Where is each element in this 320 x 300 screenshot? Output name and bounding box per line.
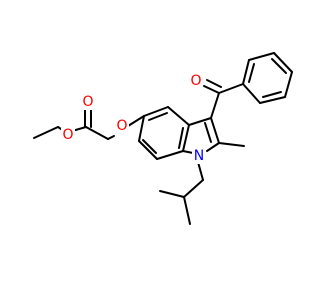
bond-phenyl-inner-4-5 [271,58,287,74]
bond-phenyl-5-6 [248,52,275,61]
bond-ch3-ch2-ethyl [33,126,59,139]
bond-ring-c6-c5 [138,115,145,142]
bond-ring-n1-c7a [182,150,194,154]
ester-carbonyl-oxygen: O [81,94,95,110]
chemical-structure-diagram: O O O O N [33,52,293,225]
bond-ring-inner-c3a-c7a [178,127,184,149]
bond-c3-ketone-c [210,92,220,119]
bond-ring-inner-c3-c2 [204,122,212,143]
bond-ring-inner-c5-c4 [148,112,168,121]
bond-carbonyl-c-ch2 [85,126,109,140]
ketone-oxygen-label: O [190,73,201,89]
bond-ch-ch3-b [183,196,191,225]
atom-label-layer: O O O O N [61,73,206,164]
bond-ring-c7a-c7 [156,150,184,160]
bond-ring-c3-c2 [210,117,220,144]
bond-phenyl-inner-2-3 [262,91,282,98]
ketone-oxygen: O [189,73,203,89]
indole-nitrogen-label: N [194,148,204,164]
bond-ring-c3a-c3 [188,117,212,126]
bond-ch2-o-ether [107,135,115,140]
bond-ch2-ch [183,179,204,198]
bond-ketone-double-a [203,85,220,94]
bond-phenyl-3-4 [284,71,293,98]
bond-phenyl-6-1 [242,59,250,85]
bond-ch-ch3-a [159,190,185,198]
ester-oxygen: O [61,127,75,143]
bond-phenyl-1-2 [242,83,261,104]
bond-ring-c4-c3a [167,106,190,126]
bond-ring-c3a-c7a [182,124,190,152]
ester-carbonyl-oxygen-label: O [82,94,93,110]
bond-ketone-double-b [206,79,222,88]
ether-oxygen: O [115,118,129,134]
bond-phenyl-4-5 [273,52,293,73]
bond-ring-inner-c7-c6 [142,139,157,154]
bond-ring-c5-c4 [143,106,169,117]
bond-layer [33,52,293,225]
indole-nitrogen: N [192,148,206,164]
bond-ring-c7-c6 [138,140,158,160]
ether-oxygen-label: O [116,118,127,134]
bond-n1-ch2 [197,161,204,181]
bond-ketone-c-phenyl [218,83,244,94]
bond-o-ether-ring [127,115,145,127]
bond-c2-methyl [218,142,245,147]
bond-ring-c2-n1 [206,142,220,152]
bond-phenyl-2-3 [259,96,286,104]
ester-oxygen-label: O [62,127,73,143]
bond-phenyl-inner-6-1 [248,63,255,83]
